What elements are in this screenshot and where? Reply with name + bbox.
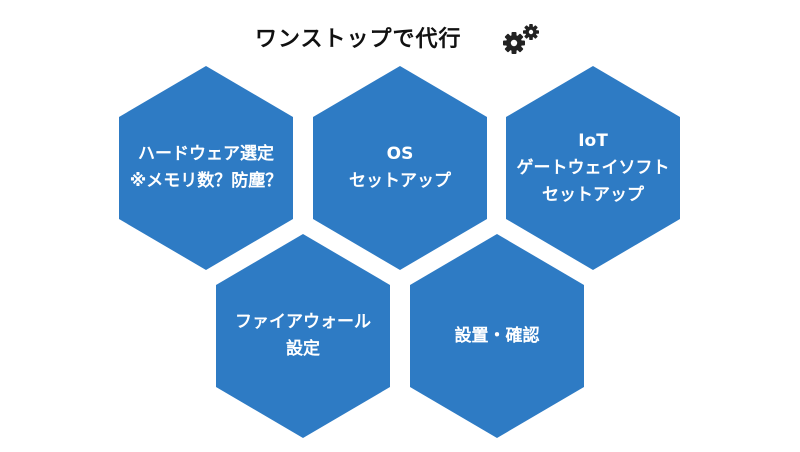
hexagon-installation-check: 設置・確認: [410, 234, 584, 438]
hexagon-hardware-selection: ハードウェア選定 ※メモリ数？防塵？: [119, 66, 293, 270]
gears-icon: [500, 22, 544, 58]
hexagon-shape: [216, 234, 390, 438]
header: ワンストップで代行: [0, 22, 800, 58]
hexagon-label-line: ハードウェア選定: [138, 144, 274, 164]
hexagon-label-line: 設定: [286, 339, 320, 359]
hexagon-label-line: セットアップ: [349, 171, 451, 191]
hexagon-shape: [410, 234, 584, 438]
hexagon-label-line: OS: [386, 144, 414, 164]
hexagon-shape: [119, 66, 293, 270]
hexagon-label-line: 設置・確認: [454, 325, 540, 346]
hexagon-shape: [506, 66, 680, 270]
hexagon-iot-gateway-setup: IoT ゲートウェイソフト セットアップ: [506, 66, 680, 270]
hexagon-label-line: ゲートウェイソフト: [516, 157, 670, 178]
hexagon-label-line: セットアップ: [542, 184, 644, 205]
hexagon-label-line: ファイアウォール: [235, 312, 371, 332]
hexagon-os-setup: OS セットアップ: [313, 66, 487, 270]
hexagon-shape: [313, 66, 487, 270]
hexagon-firewall-setup: ファイアウォール 設定: [216, 234, 390, 438]
hexagon-label-line: ※メモリ数？防塵？: [129, 171, 283, 191]
diagram-title: ワンストップで代行: [255, 27, 462, 52]
hexagon-label-line: IoT: [578, 130, 608, 151]
